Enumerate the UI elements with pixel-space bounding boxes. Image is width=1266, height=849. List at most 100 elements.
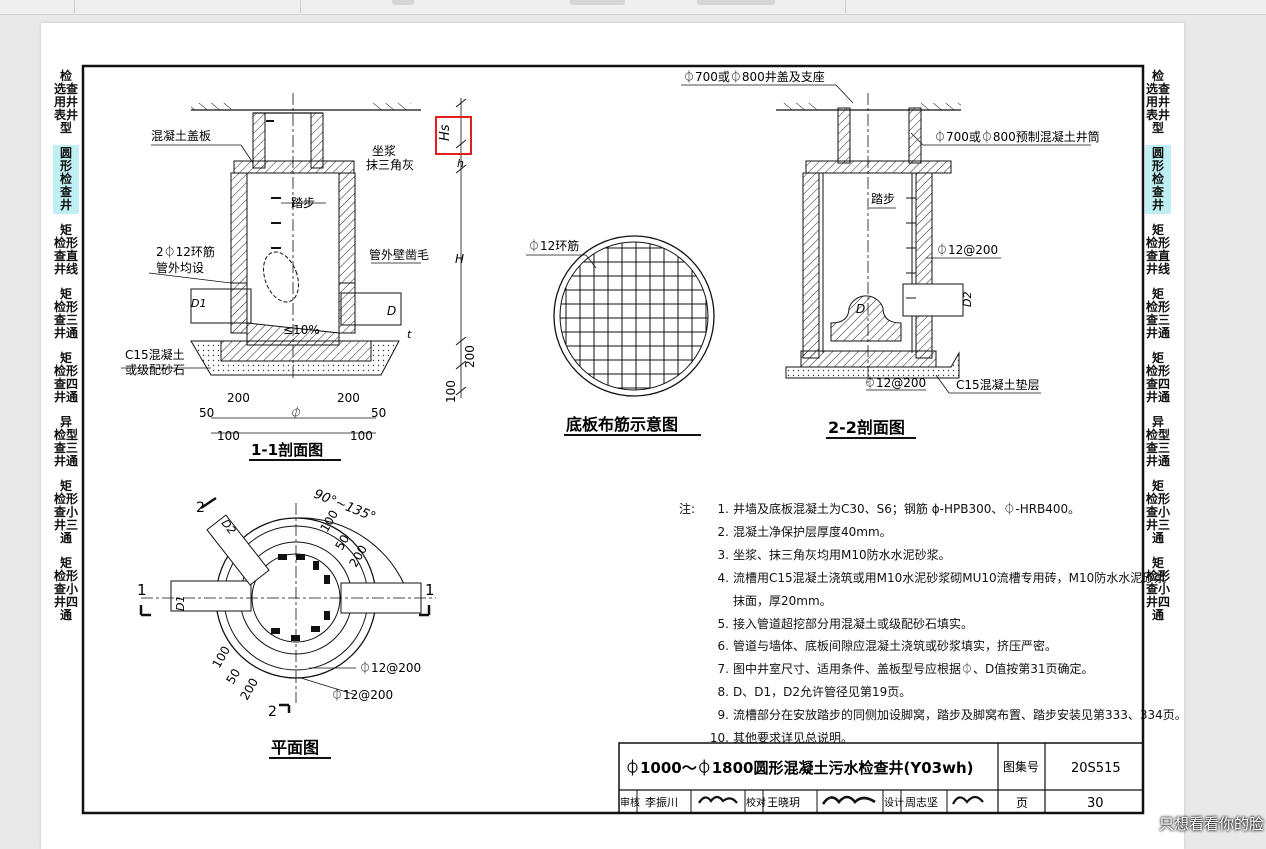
- side-index-rect-small-4[interactable]: 矩检形查小井四通: [53, 555, 79, 624]
- plan-bar-2: ⏀12@200: [331, 687, 393, 702]
- side-index-text: 表井: [53, 108, 78, 122]
- title-block-title: ⏀1000～⏀1800圆形混凝土污水检查井(Y03wh): [625, 759, 973, 777]
- side-index-text: 井通: [1145, 454, 1170, 468]
- side-index-text: 检形: [53, 364, 78, 378]
- side-index-text: 矩: [59, 287, 72, 301]
- plan-dim-low-200: 200: [237, 676, 261, 703]
- s1-dim-h-small: h: [457, 157, 464, 170]
- side-index-text: 井线: [53, 262, 78, 276]
- atlas-number: 20S515: [1071, 761, 1121, 776]
- note-prefix: 注:: [679, 502, 696, 516]
- side-index-text: 查三: [1145, 441, 1170, 455]
- side-index-round[interactable]: 圆形检查井: [53, 145, 79, 214]
- drawing-canvas: 混凝土盖板 坐浆 抹三角灰 踏步 2⏀12环筋 管外均设 管外壁凿毛 C15混凝…: [81, 64, 1145, 815]
- s1-dim-hs: Hs: [438, 124, 453, 141]
- note-text: 井墙及底板混凝土为C30、S6；钢筋 ϕ-HPB300、⏀-HRB400。: [733, 502, 1081, 516]
- tb-reviewer: 李振川: [645, 795, 678, 809]
- side-index-rect-4[interactable]: 矩检形查四井通: [53, 350, 79, 406]
- reviewer-signature: [698, 795, 738, 804]
- design-notes: 注:1.井墙及底板混凝土为C30、S6；钢筋 ϕ-HPB300、⏀-HRB400…: [679, 498, 1187, 750]
- side-index-text: 通: [59, 608, 72, 622]
- note-item: 2.混凝土净保护层厚度40mm。: [679, 521, 1187, 544]
- plan-drawing: [139, 496, 436, 759]
- section-1-1-drawing: [121, 93, 472, 461]
- plan-dim-low-50: 50: [223, 666, 243, 686]
- s1-slope: ≤10%: [283, 323, 320, 337]
- note-number: 8.: [717, 685, 729, 700]
- s1-label-base-2: 或级配砂石: [125, 363, 185, 377]
- side-index-text: 查小: [1145, 582, 1170, 596]
- s1-bdim-50b: 50: [371, 406, 386, 420]
- s1-bdim-phi: ⏀: [289, 406, 301, 420]
- note-text: 其他要求详见总说明。: [733, 731, 854, 746]
- side-index-odd-3[interactable]: 异检型查三井通: [53, 414, 79, 470]
- side-index-round[interactable]: 圆形检查井: [1145, 145, 1171, 214]
- note-number: 7.: [717, 662, 729, 677]
- side-index-text: 检形: [53, 236, 78, 250]
- plan-cut-1-left: 1: [137, 581, 147, 599]
- checker-signature: [821, 795, 876, 805]
- note-text: 坐浆、抹三角灰均用M10防水水泥砂浆。: [733, 547, 951, 562]
- side-index-select[interactable]: 检选查用井表井型: [53, 68, 79, 137]
- side-index-text: 检形: [1145, 300, 1170, 314]
- side-index-text: 查直: [1145, 249, 1170, 263]
- side-index-text: 查: [1151, 185, 1164, 199]
- side-index-text: 查三: [1145, 313, 1170, 327]
- side-index-text: 异: [1151, 415, 1164, 429]
- side-index-text: 用井: [1145, 95, 1170, 109]
- toolbar-button[interactable]: [392, 0, 414, 5]
- note-number: 4.: [717, 570, 729, 585]
- side-index-rect-straight[interactable]: 矩检形查直井线: [53, 222, 79, 278]
- side-index-text: 井四: [1145, 595, 1170, 609]
- tb-design-label: 设计: [884, 796, 904, 809]
- side-index-text: 检: [1151, 172, 1164, 186]
- side-index-text: 井通: [53, 326, 78, 340]
- side-index-rect-small-3[interactable]: 矩检形查小井三通: [53, 478, 79, 547]
- s1-bdim-200b: 200: [337, 391, 360, 405]
- side-index-text: 查四: [53, 377, 78, 391]
- note-text: 流槽用C15混凝土浇筑或用M10水泥砂浆砌MU10流槽专用砖，M10防水水泥砂浆: [733, 570, 1167, 585]
- side-index-odd-3[interactable]: 异检型查三井通: [1145, 414, 1171, 470]
- s1-label-mortar-2: 抹三角灰: [366, 158, 414, 172]
- page-number: 30: [1087, 796, 1104, 811]
- highlight-box: [435, 116, 472, 155]
- title-block-frame: [618, 742, 1144, 814]
- plan-dim-low-100: 100: [209, 644, 233, 671]
- toolbar-button[interactable]: [697, 0, 775, 5]
- note-text: D、D1，D2允许管径见第19页。: [733, 685, 912, 700]
- side-index-rect-3[interactable]: 矩检形查三井通: [1145, 286, 1171, 342]
- s1-dim-d: D: [387, 304, 396, 318]
- toolbar-button[interactable]: [570, 0, 625, 5]
- slab-title: 底板布筋示意图: [566, 415, 678, 434]
- s1-bdim-200a: 200: [227, 391, 250, 405]
- side-index-text: 查三: [53, 313, 78, 327]
- s1-label-step: 踏步: [291, 196, 315, 210]
- toolbar-separator: [300, 0, 301, 13]
- side-index-text: 形: [59, 159, 72, 173]
- side-index-left: 检选查用井表井型圆形检查井矩检形查直井线矩检形查三井通矩检形查四井通异检型查三井…: [53, 68, 79, 632]
- side-index-text: 检形: [1145, 236, 1170, 250]
- designer-signature: [952, 795, 984, 805]
- side-index-text: 检形: [1145, 492, 1170, 506]
- tb-check-label: 校对: [746, 796, 766, 809]
- side-index-select[interactable]: 检选查用井表井型: [1145, 68, 1171, 137]
- side-index-text: 查小: [53, 505, 78, 519]
- s2-title: 2-2剖面图: [828, 418, 905, 437]
- note-number: 9.: [717, 708, 729, 723]
- side-index-text: 型: [59, 121, 72, 135]
- note-text: 抹面，厚20mm。: [733, 593, 832, 608]
- side-index-rect-straight[interactable]: 矩检形查直井线: [1145, 222, 1171, 278]
- side-index-rect-small-3[interactable]: 矩检形查小井三通: [1145, 478, 1171, 547]
- side-index-rect-3[interactable]: 矩检形查三井通: [53, 286, 79, 342]
- note-item: 7.图中井室尺寸、适用条件、盖板型号应根据⏀、D值按第31页确定。: [679, 658, 1187, 681]
- side-index-text: 查小: [1145, 505, 1170, 519]
- side-index-rect-4[interactable]: 矩检形查四井通: [1145, 350, 1171, 406]
- side-index-rect-small-4[interactable]: 矩检形查小井四通: [1145, 555, 1171, 624]
- side-index-text: 井通: [53, 390, 78, 404]
- plan-title: 平面图: [271, 738, 319, 757]
- side-index-text: 矩: [59, 351, 72, 365]
- s2-label-bar: ⏀12@200: [936, 242, 998, 257]
- note-text: 接入管道超挖部分用混凝土或级配砂石填实。: [733, 616, 974, 631]
- plan-d1: D1: [174, 596, 187, 611]
- side-index-text: 矩: [1151, 223, 1164, 237]
